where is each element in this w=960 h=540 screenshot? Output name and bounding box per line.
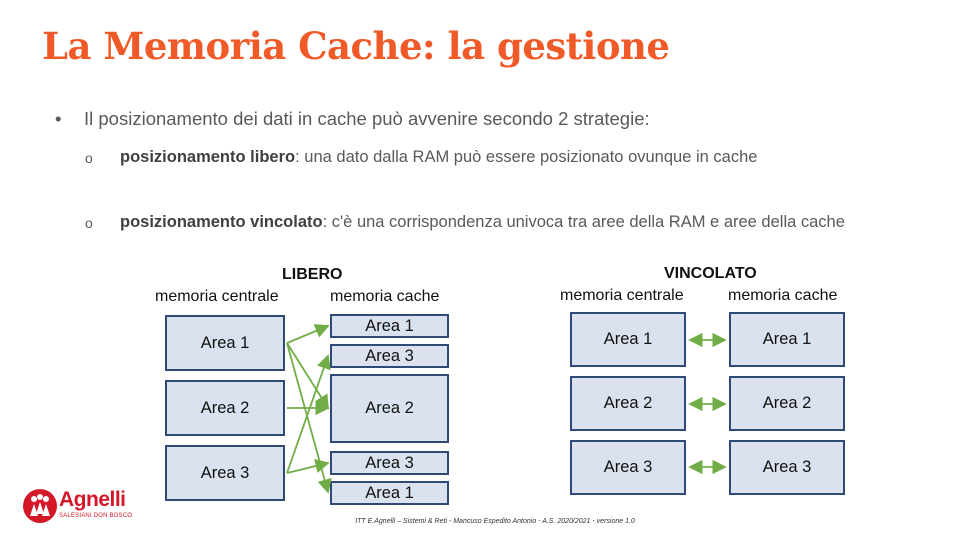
cache-box: Area 2 [729, 376, 845, 431]
cache-box: Area 3 [330, 451, 449, 475]
cache-box: Area 1 [729, 312, 845, 367]
bullet-marker: • [55, 108, 62, 129]
memory-box: Area 2 [570, 376, 686, 431]
arrow [286, 342, 329, 410]
cache-box: Area 3 [330, 344, 449, 368]
arrow [286, 324, 330, 344]
memory-box: Area 3 [570, 440, 686, 495]
sub-marker: o [85, 215, 93, 231]
right-header: memoria cache [728, 287, 838, 304]
footer: ITT E.Agnelli – Sistemi & Reti - Mancuso… [355, 518, 635, 525]
agnelli-logo: Agnelli SALESIANI DON BOSCO [22, 488, 137, 526]
memory-box: Area 2 [165, 380, 285, 436]
memory-box: Area 1 [570, 312, 686, 367]
sub-item-term: posizionamento vincolato [120, 213, 323, 231]
logo-name: Agnelli [59, 488, 126, 511]
left-header: memoria centrale [560, 287, 684, 304]
people-icon [23, 489, 57, 523]
logo-subtitle: SALESIANI DON BOSCO [59, 513, 133, 519]
slide-title: La Memoria Cache: la gestione [42, 24, 670, 68]
arrow [286, 354, 331, 474]
cache-box: Area 2 [330, 374, 449, 443]
cache-box: Area 3 [729, 440, 845, 495]
sub-item-vincolato: posizionamento vincolato: c'è una corris… [120, 208, 870, 237]
sub-item-term: posizionamento libero [120, 148, 296, 166]
cache-box: Area 1 [330, 314, 449, 338]
sub-item-desc: : c'è una corrispondenza univoca tra are… [322, 213, 845, 231]
sub-item-desc: : una dato dalla RAM può essere posizion… [295, 148, 758, 166]
bullet-text: Il posizionamento dei dati in cache può … [84, 108, 650, 129]
diagram-title: LIBERO [282, 266, 343, 283]
right-header: memoria cache [330, 288, 440, 305]
memory-box: Area 3 [165, 445, 285, 501]
memory-box: Area 1 [165, 315, 285, 371]
diagram-title: VINCOLATO [664, 265, 757, 282]
left-header: memoria centrale [155, 288, 279, 305]
arrow [286, 458, 330, 474]
sub-item-libero: posizionamento libero: una dato dalla RA… [120, 143, 870, 172]
cache-box: Area 1 [330, 481, 449, 505]
sub-marker: o [85, 150, 93, 166]
